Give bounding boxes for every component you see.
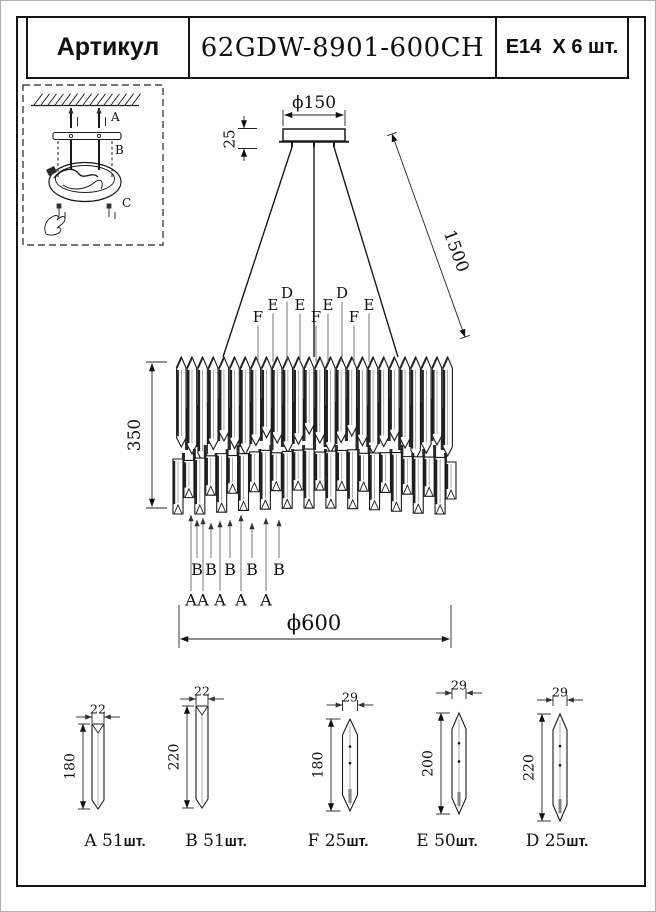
header-article-label: Артикул (56, 33, 160, 61)
header-lamp-spec: E14 X 6 шт. (495, 18, 627, 77)
header-article-number: 62GDW-8901-600CH (188, 18, 495, 77)
page-frame (16, 16, 646, 887)
header-table: Артикул 62GDW-8901-600CH E14 X 6 шт. (26, 16, 629, 79)
